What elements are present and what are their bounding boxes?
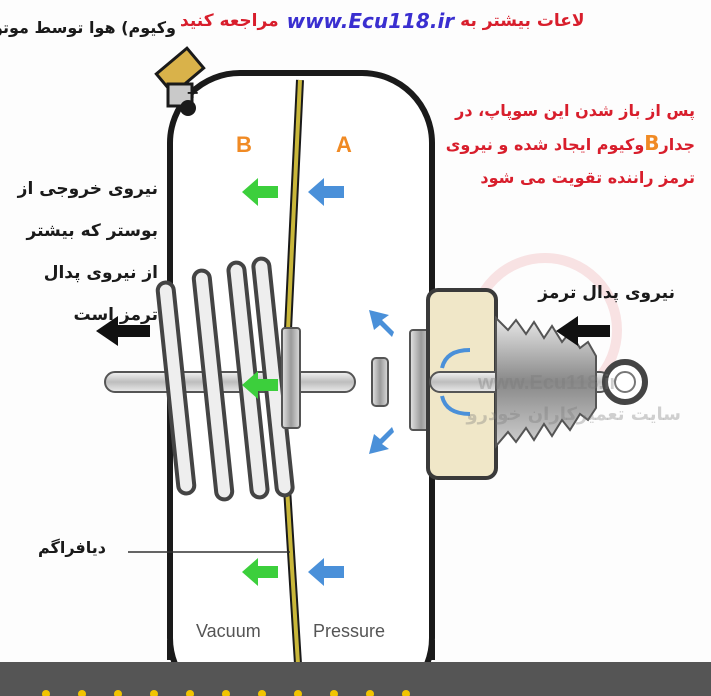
vacuum-port: + xyxy=(154,46,206,116)
output-force-line-3: از نیروی پدال xyxy=(43,263,158,283)
bottom-dots xyxy=(42,690,410,696)
header-source-line: مراجعه کنید www.Ecu118.ir لاعات بیشتر به xyxy=(180,6,585,36)
output-force-note: نیروی خروجی از بوستر که بیشتر از نیروی پ… xyxy=(6,168,158,336)
chamber-a-label: A xyxy=(336,132,352,157)
top-right-label: وکیوم) هوا توسط موتور xyxy=(0,18,176,37)
pedal-force-arrow xyxy=(556,316,610,346)
green-arrows xyxy=(242,178,278,586)
header-url-suffix: مراجعه کنید xyxy=(180,11,279,31)
output-force-line-4: ترمز است xyxy=(73,305,158,325)
blue-arrows xyxy=(308,178,471,586)
header-url[interactable]: www.Ecu118.ir xyxy=(286,9,455,33)
chamber-b-label: B xyxy=(236,132,252,157)
valve-note-line-2-letter: B xyxy=(644,131,660,155)
diaphragm-label: دیافراگم xyxy=(38,538,106,557)
valve-note: پس از باز شدن این سوپاپ، در جدارBوکیوم ا… xyxy=(446,94,695,194)
return-spring xyxy=(155,256,295,502)
pressure-label: Pressure xyxy=(313,621,386,641)
valve-note-line-2-pre: جدار xyxy=(659,135,695,154)
svg-text:+: + xyxy=(186,83,199,102)
pedal-force-label: نیروی پدال ترمز xyxy=(538,283,675,303)
output-force-line-2: بوستر که بیشتر xyxy=(26,221,158,241)
valve-note-line-3: ترمز راننده تقویت می شود xyxy=(480,168,695,187)
bottom-bar xyxy=(0,662,711,696)
valve-note-line-1: پس از باز شدن این سوپاپ، در xyxy=(455,101,695,120)
output-force-line-1: نیروی خروجی از xyxy=(17,179,158,199)
output-force-arrow xyxy=(96,316,150,346)
rubber-boot xyxy=(495,315,597,449)
force-arrows xyxy=(96,316,610,346)
vacuum-label: Vacuum xyxy=(196,621,261,641)
header-url-prefix: لاعات بیشتر به xyxy=(460,11,585,31)
watermark-domain: www.Ecu118.ir xyxy=(478,372,618,394)
watermark-tagline: سایت تعمیرکاران خودرو xyxy=(466,404,681,425)
output-push-rod xyxy=(104,371,356,393)
diaphragm-plate xyxy=(281,327,301,429)
valve-note-line-2: جدارBوکیوم ایجاد شده و نیروی xyxy=(446,127,695,161)
valve-note-line-2-post: وکیوم ایجاد شده و نیروی xyxy=(445,135,645,154)
